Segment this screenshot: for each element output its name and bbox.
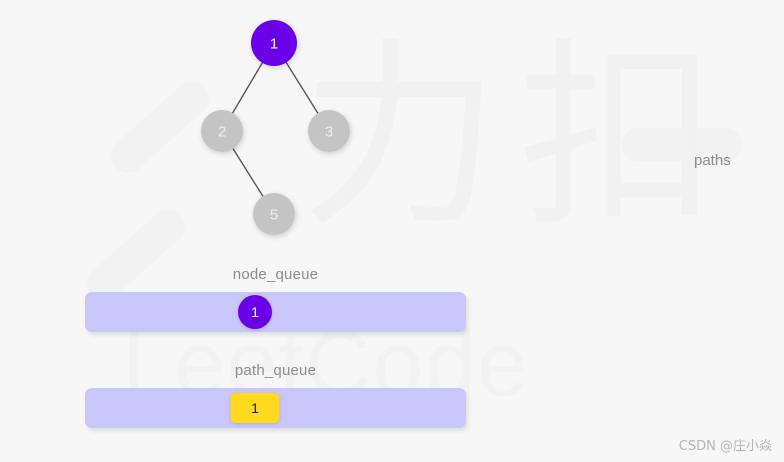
path-queue-title: path_queue (234, 362, 317, 379)
tree-node-2[interactable]: 2 (201, 110, 243, 152)
node-queue-bar[interactable]: 1 (85, 292, 466, 332)
tree-node-1[interactable]: 1 (251, 20, 297, 66)
node-queue-block: node_queue 1 (85, 266, 466, 332)
tree-node-5-circle[interactable] (253, 193, 295, 235)
tree-node-2-circle[interactable] (201, 110, 243, 152)
tree-node-1-label: 1 (270, 36, 278, 53)
tree-node-2-label: 2 (218, 124, 226, 141)
tree-node-3[interactable]: 3 (308, 110, 350, 152)
tree-node-3-label: 3 (325, 124, 333, 141)
path-queue-bar[interactable]: 1 (85, 388, 466, 428)
tree-node-1-circle[interactable] (251, 20, 297, 66)
path-queue-cell-0-value: 1 (230, 393, 280, 423)
tree-node-5-label: 5 (270, 207, 278, 224)
node-queue-title: node_queue (232, 266, 319, 283)
path-queue-cell-0[interactable]: 1 (230, 393, 280, 423)
path-queue-block: path_queue 1 (85, 362, 466, 428)
csdn-attribution-watermark: CSDN @庄小焱 (678, 439, 772, 454)
node-queue-cell-0[interactable]: 1 (238, 295, 272, 329)
tree-node-3-circle[interactable] (308, 110, 350, 152)
paths-label: paths (694, 152, 731, 169)
tree-node-5[interactable]: 5 (253, 193, 295, 235)
node-queue-cell-0-value: 1 (238, 295, 272, 329)
